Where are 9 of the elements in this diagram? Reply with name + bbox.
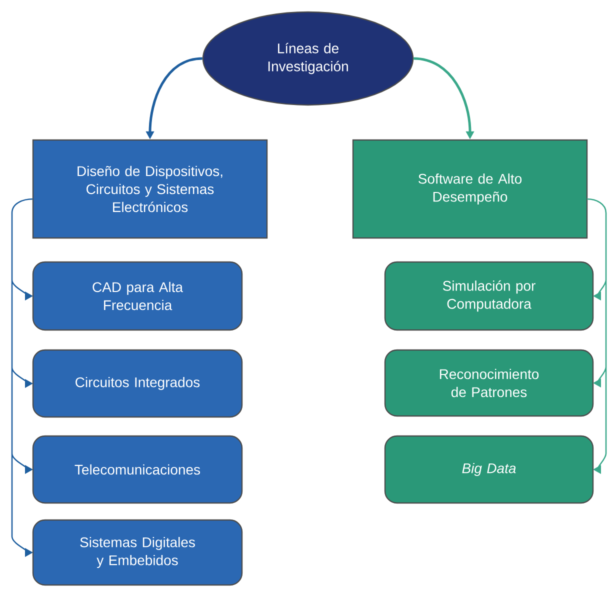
subtopic-box: Sistemas Digitales y Embebidos <box>32 519 243 586</box>
subtopic-box: Reconocimiento de Patrones <box>384 349 594 417</box>
category-box: Diseño de Dispositivos, Circuitos y Sistemas Electrónicos <box>32 139 268 239</box>
subtopic-box: Simulación por Computadora <box>384 261 594 331</box>
subtopic-box: Big Data <box>384 435 594 504</box>
subtopic-box: Telecomunicaciones <box>32 435 243 504</box>
category-box: Software de Alto Desempeño <box>352 139 588 239</box>
subtopic-box: CAD para Alta Frecuencia <box>32 261 243 331</box>
subtopic-box: Circuitos Integrados <box>32 349 243 418</box>
